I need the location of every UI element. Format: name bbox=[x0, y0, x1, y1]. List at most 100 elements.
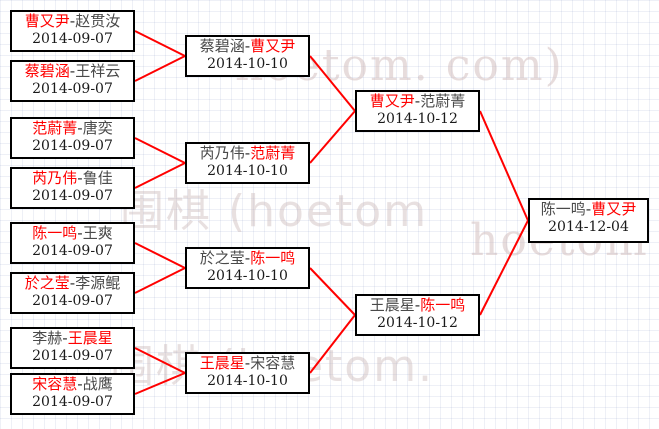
connector-line bbox=[134, 162, 186, 189]
match-date: 2014-09-07 bbox=[32, 30, 113, 47]
winner-name: 陈一鸣 bbox=[420, 296, 466, 314]
connector-line bbox=[134, 55, 186, 82]
winner-name: 陈一鸣 bbox=[32, 224, 78, 242]
winner-name: 蔡碧涵 bbox=[24, 62, 70, 80]
connector-line bbox=[479, 220, 529, 316]
loser-name: 李源鲲 bbox=[75, 274, 121, 292]
match-players: 李赫-王晨星 bbox=[12, 329, 133, 347]
match-date: 2014-09-07 bbox=[32, 393, 113, 410]
match-players: 王晨星-陈一鸣 bbox=[357, 296, 478, 314]
connector-line bbox=[309, 110, 356, 164]
loser-name: 王爽 bbox=[82, 224, 113, 242]
match-players: 蔡碧涵-王祥云 bbox=[12, 62, 133, 80]
connector-line bbox=[309, 314, 356, 374]
match-players: 曹又尹-范蔚菁 bbox=[357, 92, 478, 110]
winner-name: 曹又尹 bbox=[24, 12, 70, 30]
player-separator: - bbox=[244, 37, 251, 55]
match-date: 2014-12-04 bbox=[548, 218, 629, 235]
match-players: 宋容慧-战鹰 bbox=[12, 375, 133, 393]
player-separator: - bbox=[244, 249, 251, 267]
player-separator: - bbox=[69, 62, 76, 80]
match-players: 范蔚菁-唐奕 bbox=[12, 119, 133, 137]
match-players: 陈一鸣-曹又尹 bbox=[530, 200, 647, 218]
winner-name: 曹又尹 bbox=[369, 92, 415, 110]
player-separator: - bbox=[77, 375, 83, 393]
match-players: 蔡碧涵-曹又尹 bbox=[187, 37, 308, 55]
match-date: 2014-09-07 bbox=[32, 242, 113, 259]
match-date: 2014-09-07 bbox=[32, 347, 113, 364]
match-players: 於之莹-陈一鸣 bbox=[187, 249, 308, 267]
match-players: 王晨星-宋容慧 bbox=[187, 354, 308, 372]
connector-line bbox=[479, 110, 529, 221]
player-separator: - bbox=[69, 12, 76, 30]
winner-name: 王晨星 bbox=[199, 354, 245, 372]
connector-line bbox=[134, 242, 186, 269]
winner-name: 王晨星 bbox=[67, 329, 113, 347]
watermark-text: 围棋 (hoetom bbox=[120, 186, 429, 237]
connector-line bbox=[134, 347, 186, 374]
winner-name: 范蔚菁 bbox=[32, 119, 78, 137]
winner-name: 於之莹 bbox=[24, 274, 70, 292]
player-separator: - bbox=[244, 354, 251, 372]
connector-line bbox=[134, 372, 186, 395]
loser-name: 鲁佳 bbox=[82, 169, 113, 187]
loser-name: 芮乃伟 bbox=[199, 144, 245, 162]
winner-name: 曹又尹 bbox=[250, 37, 296, 55]
player-separator: - bbox=[244, 144, 251, 162]
player-separator: - bbox=[77, 119, 83, 137]
winner-name: 范蔚菁 bbox=[250, 144, 296, 162]
match-date: 2014-10-10 bbox=[207, 162, 288, 179]
winner-name: 宋容慧 bbox=[32, 375, 78, 393]
match-date: 2014-09-07 bbox=[32, 187, 113, 204]
loser-name: 赵贯汝 bbox=[75, 12, 121, 30]
match-date: 2014-09-07 bbox=[32, 80, 113, 97]
connector-line bbox=[309, 267, 356, 316]
loser-name: 陈一鸣 bbox=[540, 200, 586, 218]
player-separator: - bbox=[62, 329, 68, 347]
match-date: 2014-10-12 bbox=[377, 110, 458, 127]
connector-line bbox=[134, 137, 186, 164]
match-date: 2014-10-12 bbox=[377, 314, 458, 331]
match-players: 芮乃伟-范蔚菁 bbox=[187, 144, 308, 162]
player-separator: - bbox=[77, 224, 83, 242]
loser-name: 宋容慧 bbox=[250, 354, 296, 372]
player-separator: - bbox=[69, 274, 76, 292]
winner-name: 曹又尹 bbox=[591, 200, 637, 218]
match-date: 2014-10-10 bbox=[207, 55, 288, 72]
match-date: 2014-10-10 bbox=[207, 267, 288, 284]
match-date: 2014-09-07 bbox=[32, 137, 113, 154]
match-players: 陈一鸣-王爽 bbox=[12, 224, 133, 242]
match-players: 芮乃伟-鲁佳 bbox=[12, 169, 133, 187]
player-separator: - bbox=[585, 200, 592, 218]
connector-line bbox=[134, 267, 186, 294]
winner-name: 陈一鸣 bbox=[250, 249, 296, 267]
connector-line bbox=[134, 30, 186, 57]
match-players: 於之莹-李源鲲 bbox=[12, 274, 133, 292]
player-separator: - bbox=[77, 169, 83, 187]
match-date: 2014-09-07 bbox=[32, 292, 113, 309]
loser-name: 范蔚菁 bbox=[420, 92, 466, 110]
player-separator: - bbox=[414, 92, 421, 110]
loser-name: 蔡碧涵 bbox=[199, 37, 245, 55]
connector-line bbox=[309, 55, 356, 112]
loser-name: 李赫 bbox=[32, 329, 63, 347]
loser-name: 王晨星 bbox=[369, 296, 415, 314]
match-date: 2014-10-10 bbox=[207, 372, 288, 389]
player-separator: - bbox=[414, 296, 421, 314]
